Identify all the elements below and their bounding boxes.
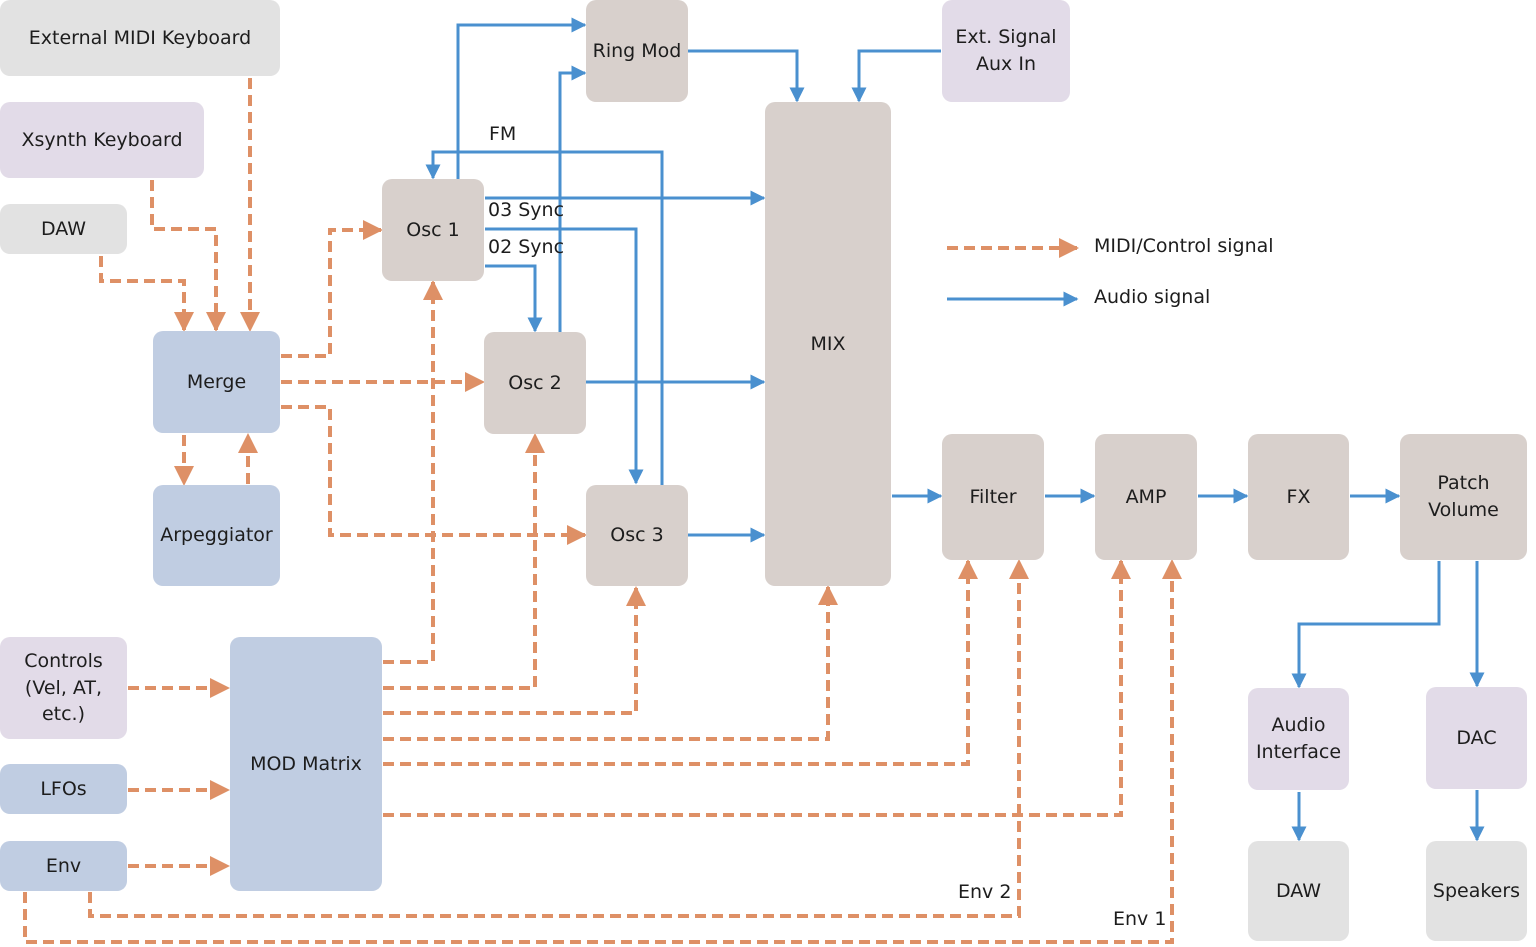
- osc2-box: Osc 2: [484, 332, 586, 434]
- legend-audio-label: Audio signal: [1094, 286, 1211, 308]
- ext-signal-to-mix-arrow: [851, 49, 941, 103]
- dac-box: DAC: [1426, 687, 1527, 789]
- daw-output-box: DAW: [1248, 841, 1349, 941]
- mod-to-osc2-arrow: [383, 433, 545, 690]
- lfos-box: LFOs: [0, 764, 127, 814]
- osc1-box: Osc 1: [382, 179, 484, 281]
- mod-to-mix-arrow: [383, 585, 838, 741]
- env2-to-filter-arrow: [88, 559, 1029, 918]
- osc3-box: Osc 3: [586, 485, 688, 586]
- fm-label: FM: [489, 123, 517, 145]
- xsynth-to-merge-arrow: [150, 180, 226, 332]
- mod-to-filter-arrow: [383, 559, 978, 766]
- merge-box: Merge: [153, 331, 280, 433]
- speakers-box: Speakers: [1426, 841, 1527, 941]
- daw-input-box: DAW: [0, 204, 127, 254]
- amp-box: AMP: [1095, 434, 1197, 560]
- audio-signal-paths: [425, 17, 1485, 842]
- daw-to-merge-arrow: [99, 256, 194, 332]
- env1-label: Env 1: [1113, 908, 1167, 930]
- merge-to-osc1-arrow: [281, 220, 383, 358]
- patch-volume-to-audio-interface-arrow: [1291, 561, 1441, 689]
- mod-to-amp-arrow: [383, 559, 1131, 817]
- osc1-to-ring-mod-arrow: [456, 17, 587, 180]
- mod-to-osc1-arrow: [383, 280, 443, 664]
- osc3-sync-label: 03 Sync: [488, 199, 565, 221]
- osc2-to-ring-mod-arrow: [558, 65, 587, 332]
- osc2-sync-arrow: [485, 264, 543, 333]
- controls-box: Controls (Vel, AT, etc.): [0, 637, 127, 739]
- control-signal-paths: [23, 78, 1182, 944]
- patch-volume-box: Patch Volume: [1400, 434, 1527, 560]
- ext-signal-aux-in-box: Ext. Signal Aux In: [942, 0, 1070, 102]
- env-box: Env: [0, 841, 127, 891]
- legend-control-label: MIDI/Control signal: [1094, 235, 1274, 257]
- external-midi-keyboard-box: External MIDI Keyboard: [0, 0, 280, 76]
- audio-interface-box: Audio Interface: [1248, 688, 1349, 790]
- osc3-sync-arrow: [485, 227, 644, 485]
- mix-box: MIX: [765, 102, 891, 586]
- merge-to-osc3-arrow: [281, 405, 587, 545]
- fx-box: FX: [1248, 434, 1349, 560]
- ring-mod-to-mix-arrow: [688, 49, 805, 103]
- fm-osc3-to-osc1-arrow: [425, 150, 664, 485]
- env1-to-amp-arrow: [23, 559, 1182, 944]
- mod-to-osc3-arrow: [383, 586, 646, 715]
- xsynth-keyboard-box: Xsynth Keyboard: [0, 102, 204, 178]
- mod-matrix-box: MOD Matrix: [230, 637, 382, 891]
- env2-label: Env 2: [958, 881, 1012, 903]
- ring-mod-box: Ring Mod: [586, 0, 688, 102]
- arpeggiator-box: Arpeggiator: [153, 485, 280, 586]
- osc2-sync-label: 02 Sync: [488, 236, 565, 258]
- filter-box: Filter: [942, 434, 1044, 560]
